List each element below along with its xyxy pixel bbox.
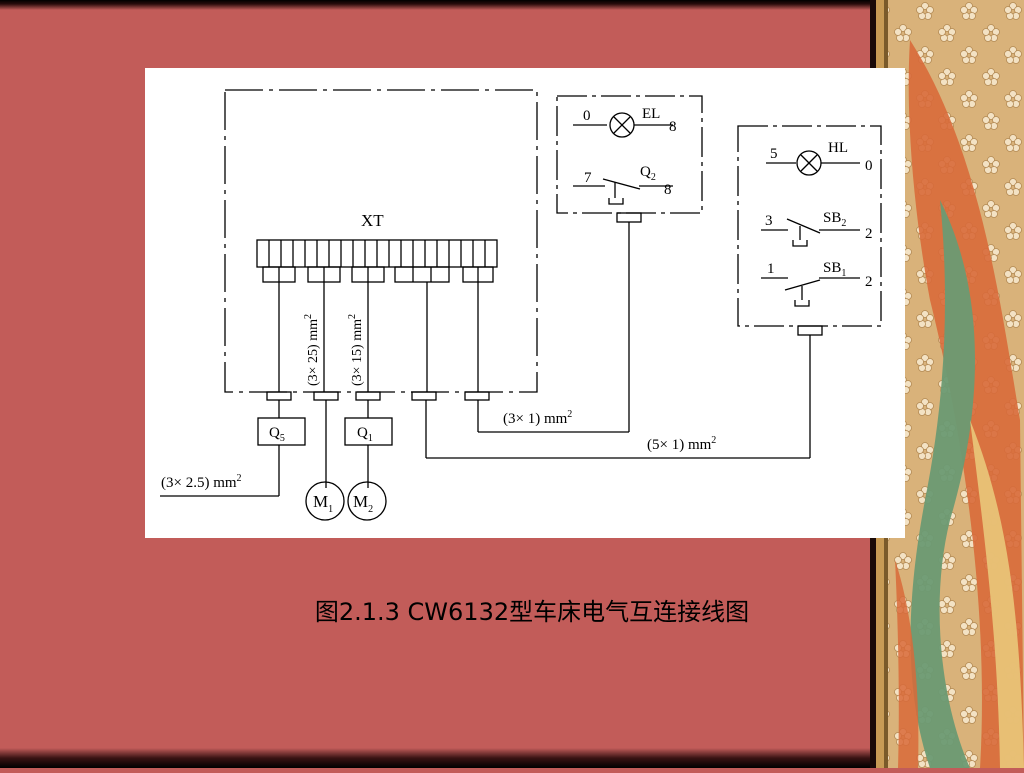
cable-5x1-label: (5× 1) mm2: [647, 435, 716, 453]
sb2-terminal-2: 2: [865, 226, 873, 242]
cable-3x2-5-label: (3× 2.5) mm2: [161, 473, 242, 491]
xt-label: XT: [361, 211, 384, 230]
decorative-side-frame: [870, 0, 1024, 768]
hl-terminal-5: 5: [770, 146, 778, 162]
sb1-label: SB1: [823, 260, 846, 279]
hl-terminal-0: 0: [865, 158, 873, 174]
sb2-label: SB2: [823, 210, 846, 229]
wiring-diagram-panel: XT 0 EL 8 7 Q2 8 5 HL 0 3 SB2 2 1 SB1 2 …: [145, 68, 905, 538]
q2-terminal-7: 7: [584, 170, 592, 186]
m1-label: M1: [313, 492, 333, 515]
cable-3x1-label: (3× 1) mm2: [503, 409, 572, 427]
top-shadow-bar: [0, 0, 884, 10]
sb2-terminal-3: 3: [765, 213, 773, 229]
q2-terminal-8: 8: [664, 182, 672, 198]
bottom-shadow-bar: [0, 748, 884, 768]
cable-3x25-label: (3× 25) mm2: [303, 314, 321, 386]
el-terminal-8: 8: [669, 119, 677, 135]
el-terminal-0: 0: [583, 108, 591, 124]
figure-caption: 图2.1.3 CW6132型车床电气互连接线图: [314, 598, 750, 626]
q5-label: Q5: [269, 425, 285, 444]
cable-3x15-label: (3× 15) mm2: [347, 314, 365, 386]
q1-label: Q1: [357, 425, 373, 444]
el-label: EL: [642, 106, 660, 122]
q2-label: Q2: [640, 164, 656, 183]
hl-label: HL: [828, 140, 848, 156]
m2-label: M2: [353, 492, 373, 515]
sb1-terminal-1: 1: [767, 261, 775, 277]
sb1-terminal-2: 2: [865, 274, 873, 290]
